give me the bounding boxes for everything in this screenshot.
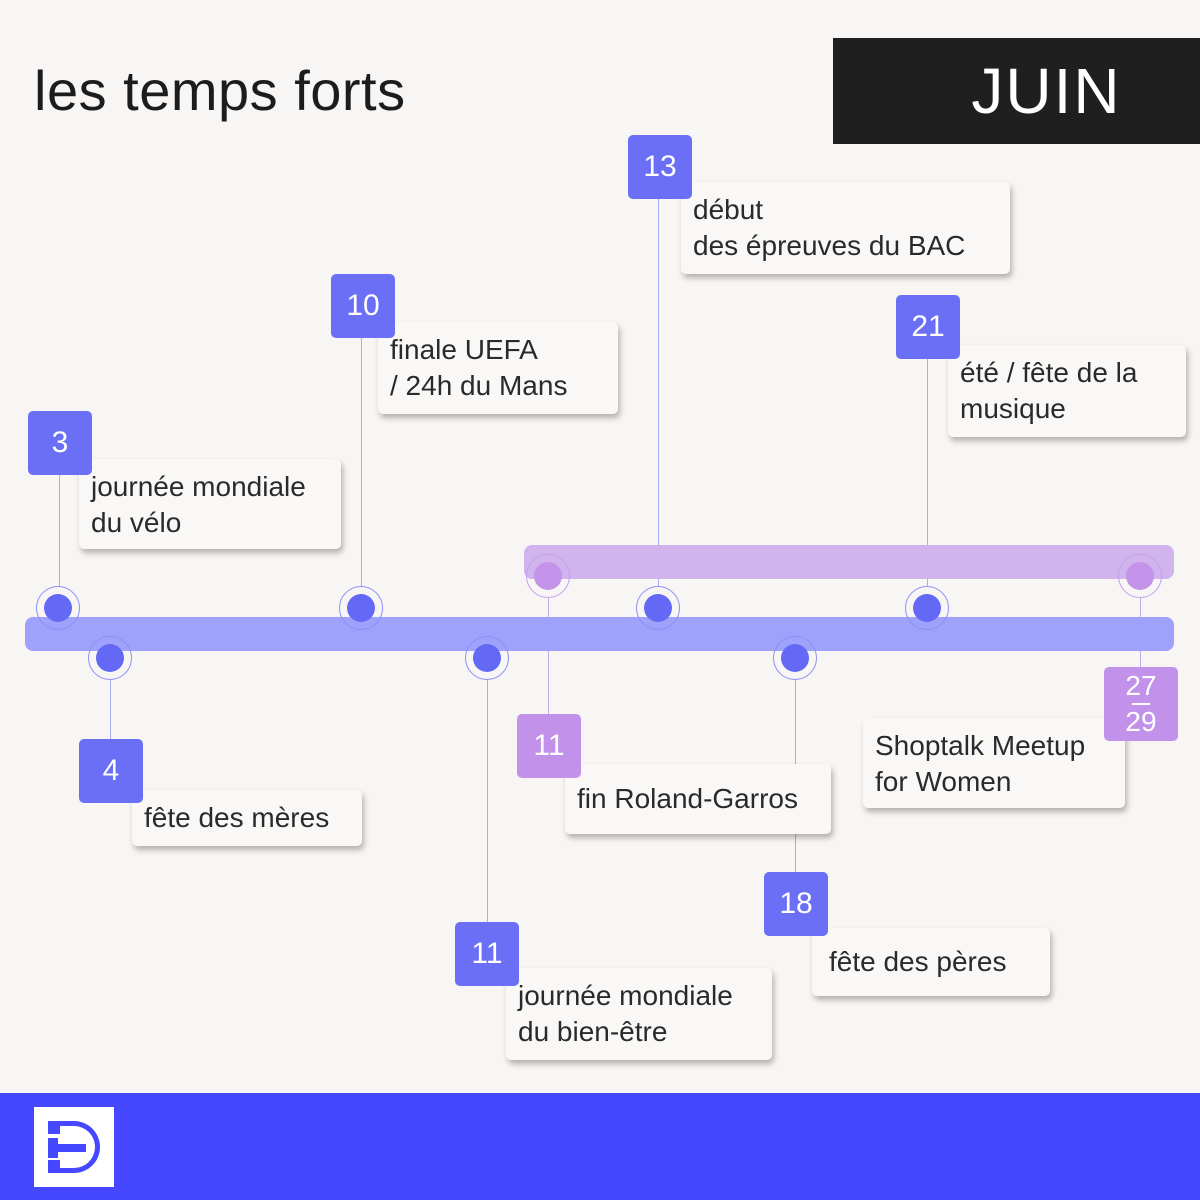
event-card-10: finale UEFA / 24h du Mans [378, 322, 618, 414]
event-card-3: journée mondiale du vélo [79, 459, 341, 549]
event-card-21: été / fête de la musique [948, 345, 1186, 437]
event-card-11-wellbeing: journée mondiale du bien-être [506, 968, 772, 1060]
month-label: JUIN [971, 55, 1122, 127]
date-range-start: 27 [1125, 670, 1157, 701]
ed-logo-icon [34, 1107, 114, 1187]
connector-21 [927, 358, 928, 586]
date-badge-11-wellbeing: 11 [455, 922, 519, 986]
date-badge-10: 10 [331, 274, 395, 338]
timeline-node-18 [773, 636, 817, 680]
date-range-separator [1132, 703, 1150, 705]
timeline-node-13 [636, 586, 680, 630]
event-card-27-29: Shoptalk Meetup for Women [863, 718, 1125, 808]
date-range-end: 29 [1125, 706, 1157, 737]
timeline-node-11-wellbeing [465, 636, 509, 680]
footer-bar [0, 1093, 1200, 1200]
connector-11-roland-garros [548, 598, 549, 716]
timeline-node-10 [339, 586, 383, 630]
timeline-node-4 [88, 636, 132, 680]
date-badge-4: 4 [79, 739, 143, 803]
date-badge-13: 13 [628, 135, 692, 199]
connector-3 [59, 475, 60, 586]
month-banner: JUIN [833, 38, 1200, 144]
timeline-node-3 [36, 586, 80, 630]
timeline-node-27-29 [1118, 554, 1162, 598]
connector-10 [361, 337, 362, 586]
event-card-4: fête des mères [132, 790, 362, 846]
date-badge-18: 18 [764, 872, 828, 936]
date-badge-27-29: 27 29 [1104, 667, 1178, 741]
timeline-node-11-roland-garros [526, 554, 570, 598]
event-card-18: fête des pères [812, 928, 1050, 996]
date-badge-21: 21 [896, 295, 960, 359]
connector-13 [658, 198, 659, 586]
connector-11-wellbeing [487, 680, 488, 923]
timeline-node-21 [905, 586, 949, 630]
secondary-timeline-bar [524, 545, 1174, 579]
main-timeline-bar [25, 617, 1174, 651]
event-card-13: début des épreuves du BAC [681, 182, 1010, 274]
date-badge-11-roland-garros: 11 [517, 714, 581, 778]
date-badge-3: 3 [28, 411, 92, 475]
page-title: les temps forts [34, 59, 406, 122]
event-card-11-roland-garros: fin Roland-Garros [565, 764, 831, 834]
connector-4 [110, 680, 111, 740]
